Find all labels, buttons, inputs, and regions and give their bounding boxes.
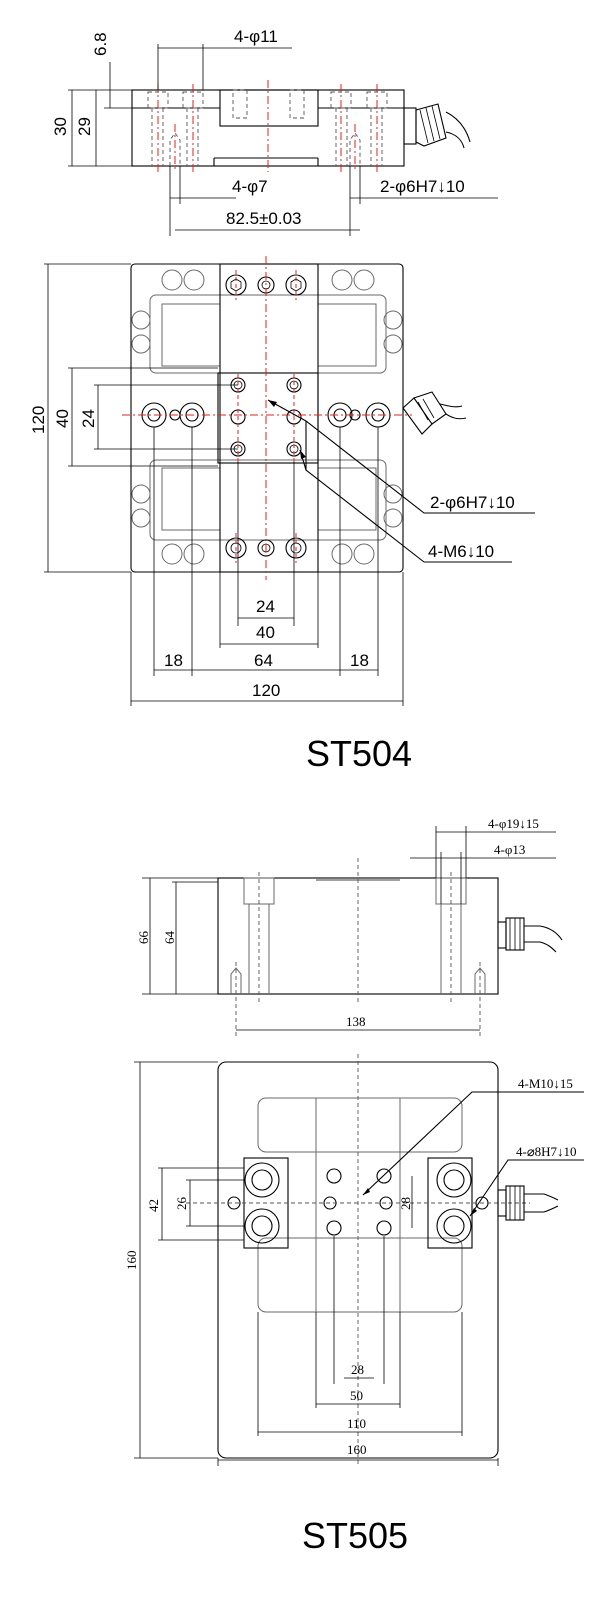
st504-top-w40: 40 <box>256 623 275 642</box>
st504-top-thread-label: 4-M6↓10 <box>428 542 494 561</box>
st505-top-width: 160 <box>347 1442 367 1457</box>
st505-side-view <box>142 826 563 1036</box>
st505-model-title: ST505 <box>302 1515 408 1556</box>
st504-side-top-offset: 6.8 <box>91 32 110 56</box>
st504-side-view <box>68 44 498 236</box>
st504-side-cbore-label: 4-φ11 <box>234 27 278 46</box>
st505-top-height: 160 <box>124 1251 139 1271</box>
st505-side-thru-label: 4-φ13 <box>494 842 525 857</box>
st504-top-pin-label: 2-φ6H7↓10 <box>430 493 515 512</box>
st504-side-pin-label: 2-φ6H7↓10 <box>380 177 465 196</box>
st504-top-h40: 40 <box>53 409 72 428</box>
st504-side-pitch-label: 82.5±0.03 <box>226 209 302 228</box>
st505-top-w50: 50 <box>350 1388 363 1403</box>
st504-top-w24: 24 <box>256 597 275 616</box>
st504-top-w18b: 18 <box>350 651 369 670</box>
st504-top-h24: 24 <box>79 409 98 428</box>
st504-top-view <box>44 256 535 706</box>
st505-top-w28: 28 <box>351 1362 364 1377</box>
st505-top-w110: 110 <box>347 1416 366 1431</box>
st505-top-h42: 42 <box>146 1199 161 1212</box>
st504-side-height-total: 30 <box>51 117 70 136</box>
st505-top-h26: 26 <box>174 1197 189 1211</box>
st504-top-height: 120 <box>29 406 48 434</box>
st505-top-thread-label: 4-M10↓15 <box>518 1076 573 1091</box>
st505-side-height-body: 64 <box>162 931 177 945</box>
st504-model-title: ST504 <box>306 733 412 774</box>
st505-top-view <box>134 1054 584 1466</box>
st504-side-height-body: 29 <box>75 117 94 136</box>
st505-side-cbore-label: 4-φ19↓15 <box>488 816 539 831</box>
st505-top-pin-label: 4-⌀8H7↓10 <box>516 1144 577 1159</box>
st505-top-h28: 28 <box>398 1197 413 1210</box>
st504-top-w18a: 18 <box>164 651 183 670</box>
st504-top-width: 120 <box>252 681 280 700</box>
st505-side-pitch-label: 138 <box>346 1014 366 1029</box>
st504-top-w64: 64 <box>254 651 273 670</box>
st504-side-thru-label: 4-φ7 <box>232 177 268 196</box>
st505-side-height-total: 66 <box>136 931 151 945</box>
